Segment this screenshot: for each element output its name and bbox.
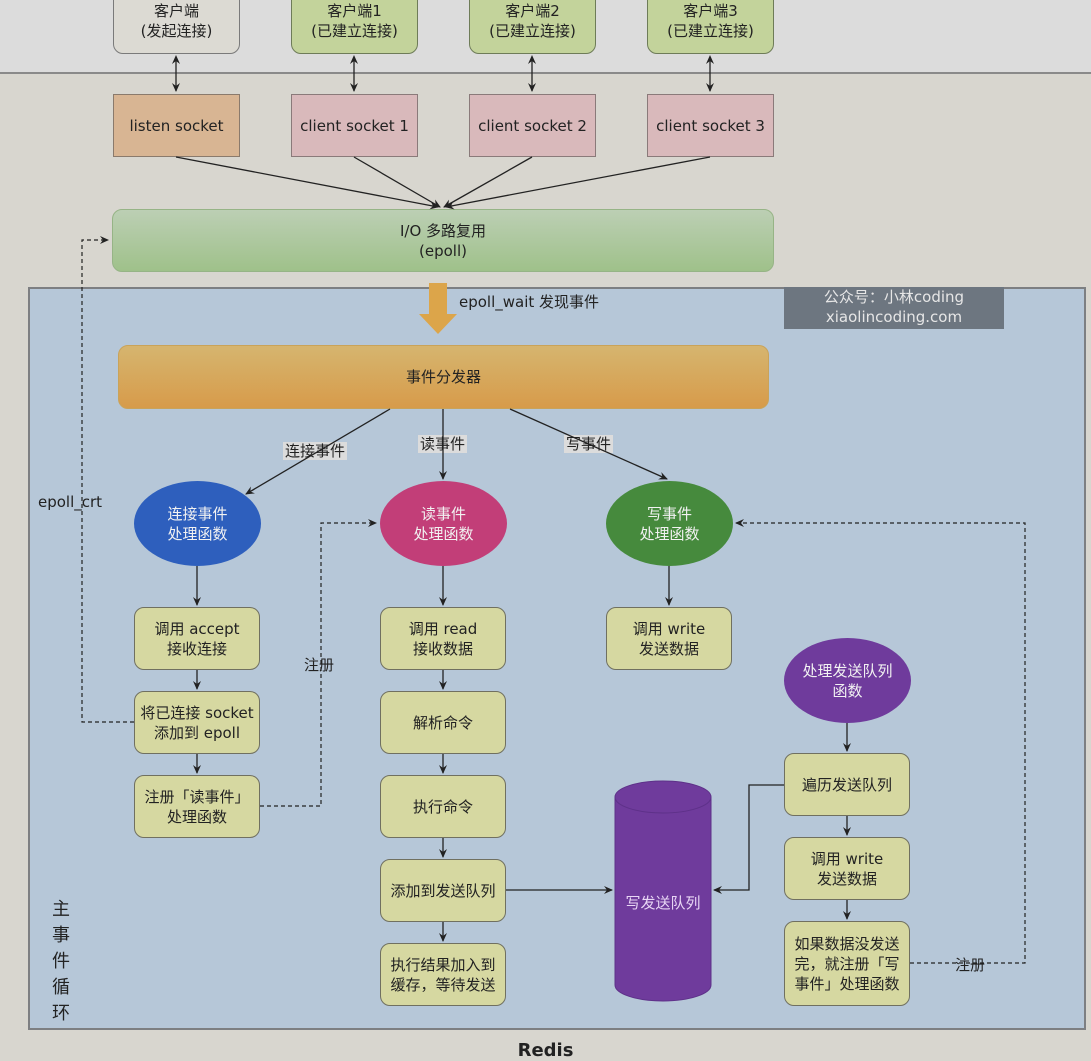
arrow-dispatch-write <box>509 408 668 480</box>
arrow-dispatch-connect <box>245 408 391 495</box>
send-queue-cylinder <box>614 780 712 1002</box>
epoll-wait-label: epoll_wait 发现事件 <box>459 293 600 311</box>
send-queue-label: 写发送队列 <box>625 894 701 912</box>
edge-label-register: 注册 <box>304 656 335 674</box>
dispatcher-label: 事件分发器 <box>405 368 481 386</box>
epoll-wait-arrow-icon <box>419 283 457 334</box>
client-label: 客户端(发起连接) <box>140 2 213 40</box>
step-register-write: 如果数据没发送 完，就注册「写 事件」处理函数 <box>784 921 910 1006</box>
socket-label: client socket 2 <box>478 116 587 135</box>
handler-label: 处理发送队列 函数 <box>802 661 893 700</box>
arrow-socket-io <box>445 156 711 210</box>
io-label: I/O 多路复用(epoll) <box>399 221 487 260</box>
event-dispatcher: 事件分发器 <box>118 345 769 409</box>
socket-label: client socket 3 <box>656 116 765 135</box>
client-socket-2: client socket 2 <box>469 94 596 157</box>
main-event-loop-label: 主 事 件 循 环 <box>52 899 70 1024</box>
arrow-socket-io <box>443 156 533 208</box>
step-queue-write: 调用 write 发送数据 <box>784 837 910 900</box>
step-label: 注册「读事件」 处理函数 <box>144 787 250 826</box>
step-label: 将已连接 socket 添加到 epoll <box>140 703 254 742</box>
edge-label-connect-event: 连接事件 <box>283 442 348 460</box>
step-add-to-send-queue: 添加到发送队列 <box>380 859 506 922</box>
io-multiplexing-epoll: I/O 多路复用(epoll) <box>112 209 774 272</box>
step-label: 执行结果加入到 缓存，等待发送 <box>390 955 496 994</box>
step-label: 调用 write 发送数据 <box>632 619 706 658</box>
client-1: 客户端1(已建立连接) <box>291 0 418 54</box>
edge-label-epoll-crt: epoll_crt <box>38 493 103 511</box>
client-label: 客户端3(已建立连接) <box>667 2 754 40</box>
step-buffer-result: 执行结果加入到 缓存，等待发送 <box>380 943 506 1006</box>
step-parse-command: 解析命令 <box>380 691 506 754</box>
client-2: 客户端2(已建立连接) <box>469 0 596 54</box>
handler-label: 写事件 处理函数 <box>639 504 700 543</box>
dashed-register-read <box>260 519 377 807</box>
arrow-socket-io <box>175 156 439 210</box>
arrow-traverse-queue <box>713 784 784 894</box>
dashed-register-write <box>735 519 1026 964</box>
socket-label: client socket 1 <box>300 116 409 135</box>
step-label: 调用 write 发送数据 <box>810 849 884 888</box>
socket-label: listen socket <box>129 116 224 135</box>
handler-label: 连接事件 处理函数 <box>167 504 228 543</box>
diagram-title: Redis <box>517 1040 574 1061</box>
client-3: 客户端3(已建立连接) <box>647 0 774 54</box>
handler-label: 读事件 处理函数 <box>413 504 474 543</box>
step-label: 如果数据没发送 完，就注册「写 事件」处理函数 <box>794 934 900 993</box>
step-label: 调用 read 接收数据 <box>408 619 478 658</box>
step-write: 调用 write 发送数据 <box>606 607 732 670</box>
step-add-to-epoll: 将已连接 socket 添加到 epoll <box>134 691 260 754</box>
step-label: 解析命令 <box>412 713 473 732</box>
step-label: 遍历发送队列 <box>801 775 892 794</box>
client-socket-3: client socket 3 <box>647 94 774 157</box>
arrow-socket-io <box>353 156 441 208</box>
edge-label-register: 注册 <box>955 956 986 974</box>
connect-event-handler: 连接事件 处理函数 <box>134 481 261 566</box>
step-label: 添加到发送队列 <box>390 881 496 900</box>
step-execute-command: 执行命令 <box>380 775 506 838</box>
step-label: 调用 accept 接收连接 <box>154 619 240 658</box>
step-traverse-queue: 遍历发送队列 <box>784 753 910 816</box>
step-label: 执行命令 <box>412 797 473 816</box>
step-register-read: 注册「读事件」 处理函数 <box>134 775 260 838</box>
send-queue-handler: 处理发送队列 函数 <box>784 638 911 723</box>
read-event-handler: 读事件 处理函数 <box>380 481 507 566</box>
client-socket-1: client socket 1 <box>291 94 418 157</box>
write-event-handler: 写事件 处理函数 <box>606 481 733 566</box>
client-label: 客户端2(已建立连接) <box>489 2 576 40</box>
client-label: 客户端1(已建立连接) <box>311 2 398 40</box>
dashed-epoll-ctl <box>81 236 134 723</box>
step-read: 调用 read 接收数据 <box>380 607 506 670</box>
client-initiating: 客户端(发起连接) <box>113 0 240 54</box>
step-accept: 调用 accept 接收连接 <box>134 607 260 670</box>
